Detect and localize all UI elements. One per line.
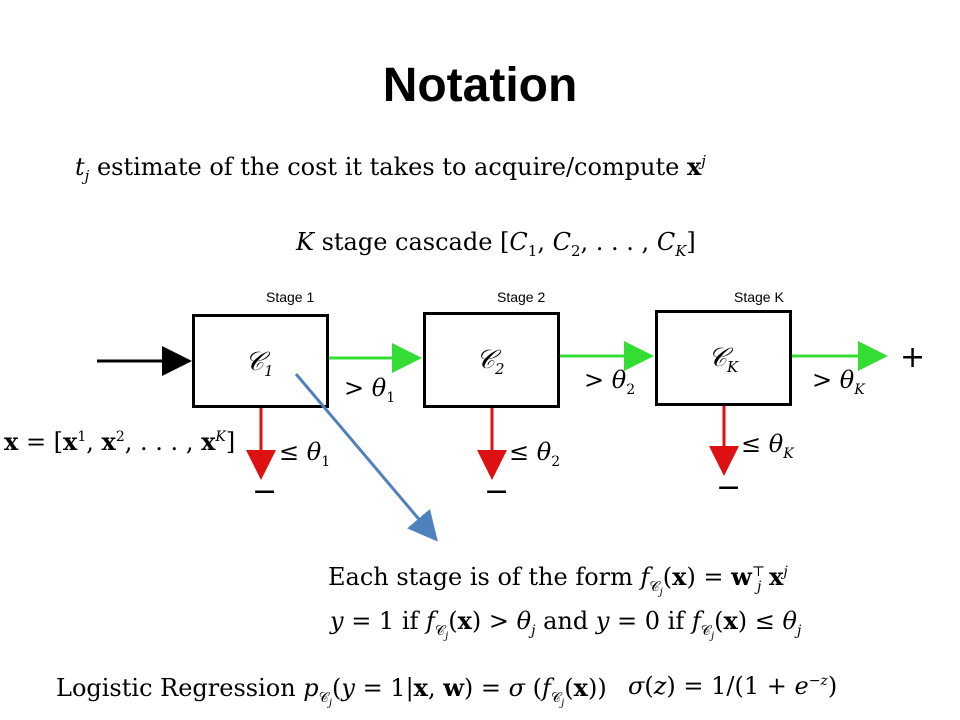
pointer-arrow (294, 373, 438, 542)
reject-threshold-k: ≤ θK (741, 430, 794, 462)
classifier-label-k: 𝒞K (708, 343, 739, 377)
cascade-definition-text: K stage cascade [C1, C2, . . . , CK] (296, 228, 696, 260)
positive-outcome: + (900, 340, 926, 375)
classifier-label-2: 𝒞2 (476, 345, 505, 379)
negative-outcome-2: − (484, 474, 510, 509)
classifier-label-1: 𝒞1 (245, 347, 274, 381)
pass-threshold-k: > θK (812, 366, 865, 398)
logistic-regression-equation: Logistic Regression p𝒞j(y = 1|x, w) = σ … (56, 673, 607, 709)
stage-label-1: Stage 1 (266, 289, 315, 305)
stage-label-k: Stage K (734, 289, 784, 305)
decision-rule: y = 1 if f𝒞j(x) > θj and y = 0 if f𝒞j(x)… (330, 606, 802, 642)
stage-form-equation: Each stage is of the form f𝒞j(x) = w⊤j x… (328, 562, 788, 598)
pass-threshold-2: > θ2 (584, 366, 636, 398)
stage-box-2: 𝒞2 (423, 312, 560, 408)
pass-threshold-1: > θ1 (344, 374, 396, 406)
cost-definition: tj estimate of the cost it takes to acqu… (75, 152, 706, 185)
stage-box-1: 𝒞1 (192, 314, 329, 408)
page-title: Notation (382, 59, 578, 112)
sigmoid-definition: σ(z) = 1/(1 + e−z) (628, 672, 838, 700)
reject-threshold-1: ≤ θ1 (279, 438, 331, 470)
cascade-definition: K stage cascade [C1, C2, . . . , CK] (296, 228, 696, 260)
negative-outcome-k: − (716, 470, 742, 505)
stage-label-2: Stage 2 (497, 289, 546, 305)
reject-threshold-2: ≤ θ2 (509, 438, 561, 470)
stage-box-k: 𝒞K (655, 310, 792, 406)
input-vector-definition: x = [x1, x2, . . . , xK] (4, 427, 236, 456)
cost-definition-text: tj estimate of the cost it takes to acqu… (75, 152, 706, 185)
negative-outcome-1: − (252, 474, 278, 509)
